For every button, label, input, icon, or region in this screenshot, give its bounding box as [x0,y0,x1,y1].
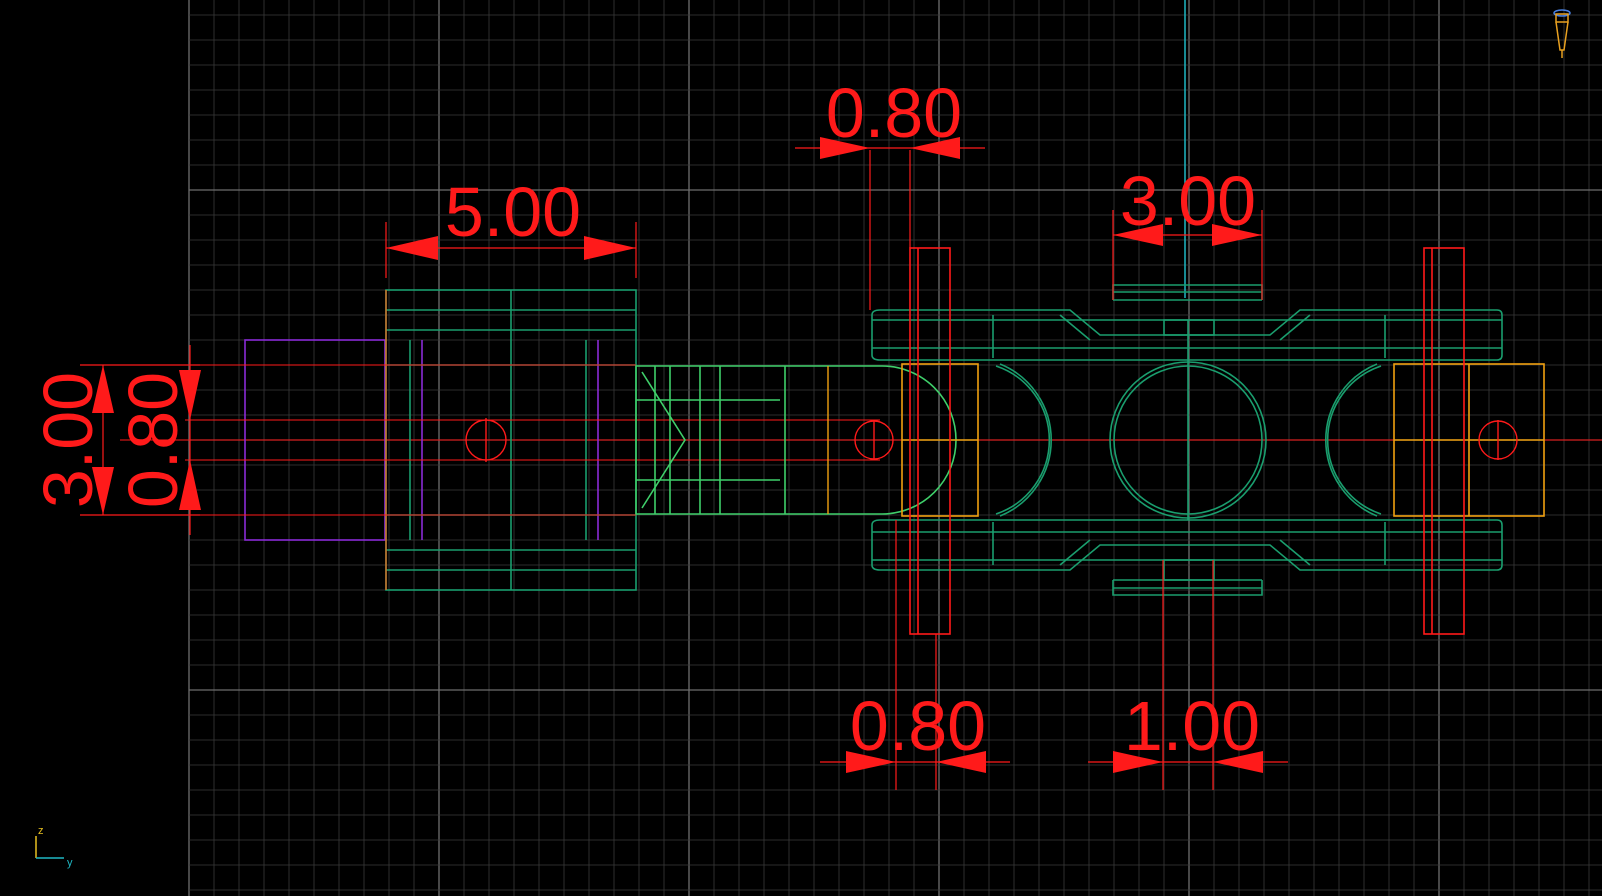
dimension-top-middle[interactable]: 0.80 [795,74,985,310]
bracket-hole-symbol [465,418,507,462]
dimension-label: 3.00 [29,372,107,508]
y-axis-label: y [67,857,73,869]
dimension-label: 1.00 [1124,687,1260,765]
chain-link-plates[interactable] [871,284,1503,596]
dimension-label: 0.80 [826,74,962,152]
connector-arm[interactable] [635,365,957,515]
dimension-label: 0.80 [114,372,192,508]
dimension-left-outer[interactable]: 3.00 [29,364,200,516]
connector-hole-symbol [854,420,894,460]
dimension-label: 5.00 [445,173,581,251]
bracket-construction-lines [185,364,880,516]
purple-block[interactable] [244,339,599,541]
orange-block-right[interactable] [1393,363,1545,517]
dimension-label: 0.80 [850,687,986,765]
red-pin-right[interactable] [1423,247,1465,635]
dimension-bottom-right[interactable]: 1.00 [1088,560,1288,790]
dimension-label: 3.00 [1120,162,1256,240]
camera-navigation-icon[interactable] [1553,9,1571,58]
right-hole-symbol [1478,420,1518,460]
dimension-top-left[interactable]: 5.00 [385,173,637,278]
dimension-top-right[interactable]: 3.00 [1112,162,1263,300]
axis-indicator: z y [35,825,73,869]
red-pin-left[interactable] [909,247,951,635]
dimension-left-inner[interactable]: 0.80 [114,345,201,535]
dimension-bottom-left[interactable]: 0.80 [820,520,1010,790]
orange-block-left[interactable] [901,363,979,517]
z-axis-label: z [38,825,44,837]
